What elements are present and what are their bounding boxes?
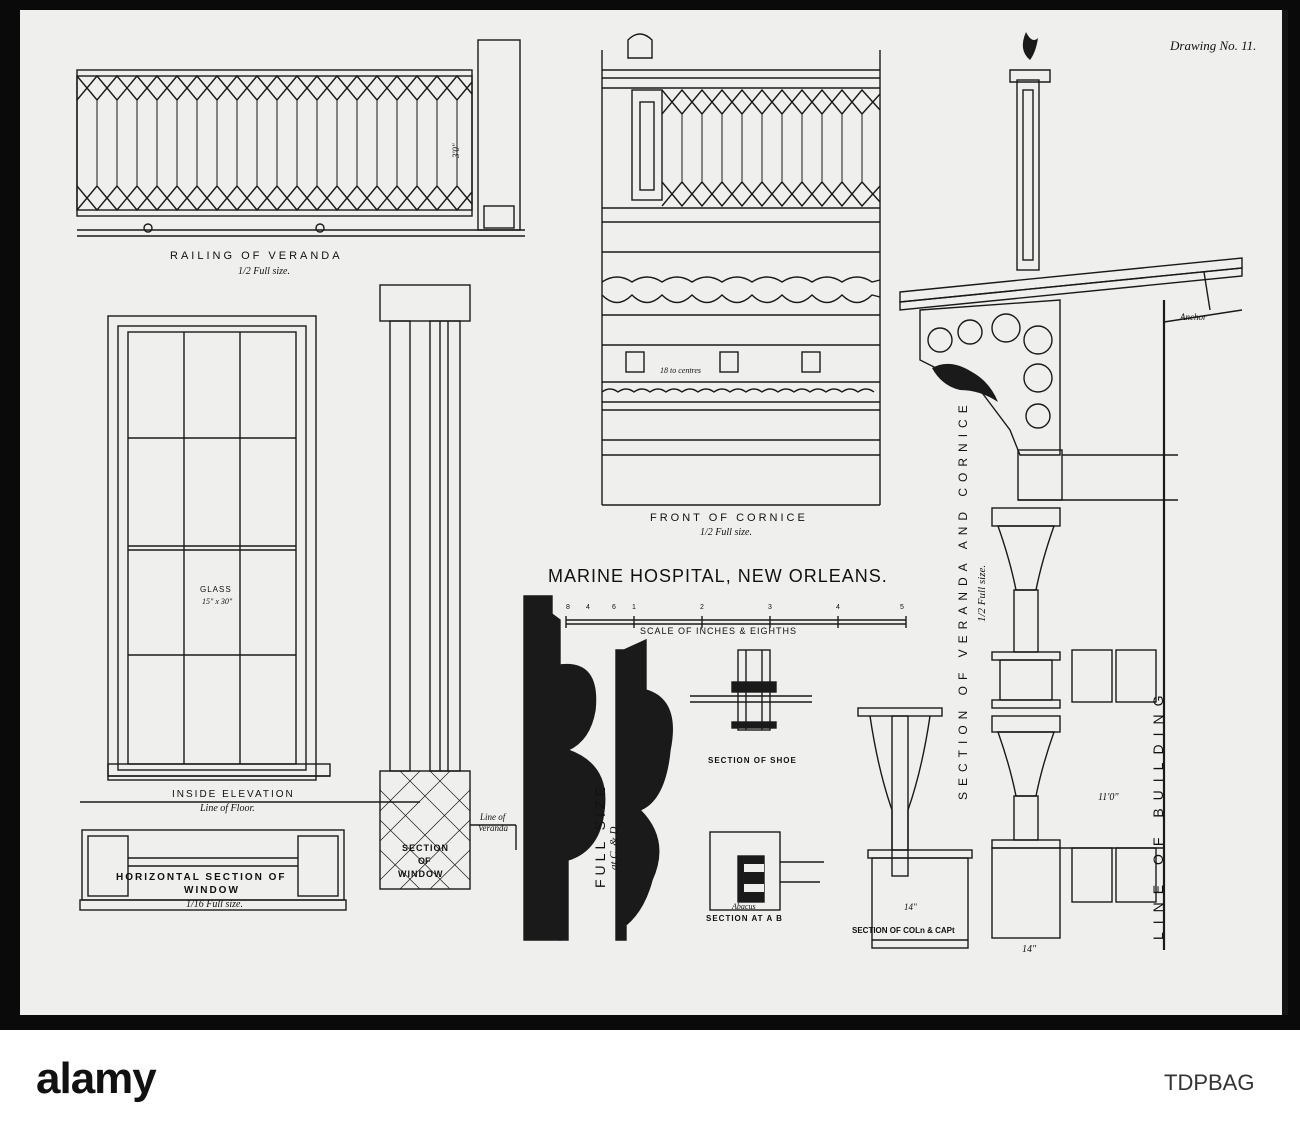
cornice-spacing: 18 to centres (660, 366, 702, 375)
scale-tick-1: 4 (586, 604, 590, 611)
scale-tick-6: 4 (836, 604, 840, 611)
veranda-section-title: SECTION OF VERANDA AND CORNICE (956, 399, 970, 800)
column-capital-section (857, 707, 973, 949)
window-horizontal-section (79, 829, 347, 911)
drawing-number: Drawing No. 11. (1170, 38, 1257, 53)
full-size-sublabel: at C, & D (608, 826, 620, 870)
window-section-title-2: OF (418, 856, 431, 866)
railing-elevation (76, 39, 525, 237)
veranda-section-scale: 1/2 Full size. (976, 564, 988, 622)
abacus-section (709, 831, 824, 911)
scale-label: SCALE OF INCHES & EIGHTHS (640, 626, 798, 636)
glass-label: GLASS (200, 585, 232, 594)
shoe-section (690, 649, 812, 731)
scale-tick-3: 1 (632, 604, 636, 611)
shoe-section-title: SECTION OF SHOE (708, 756, 797, 765)
scale-tick-4: 2 (700, 604, 704, 611)
cornice-front (601, 33, 881, 506)
building-line-label: LINE OF BUILDING (1150, 687, 1166, 940)
veranda-line-label-1: Line of (480, 812, 506, 822)
footer-bar: alamy TDPBAG (0, 1030, 1300, 1127)
scale-tick-2: 6 (612, 604, 616, 611)
technical-drawing (76, 32, 1243, 950)
column-capital-title: SECTION OF COLn & CAPt (852, 926, 955, 935)
railing-title: RAILING OF VERANDA (170, 250, 343, 262)
image-code: TDPBAG (1164, 1070, 1255, 1095)
alamy-logo: alamy (36, 1054, 157, 1103)
veranda-height-dim: 11'0" (1098, 792, 1119, 803)
scale-tick-5: 3 (768, 604, 772, 611)
sheet-title: MARINE HOSPITAL, NEW ORLEANS. (548, 566, 888, 586)
horizontal-section-title-1: HORIZONTAL SECTION OF (116, 872, 287, 883)
drawing-sheet: Drawing No. 11. RAILING OF VERANDA 1/2 F… (20, 10, 1288, 1015)
anchor-label: Anchor (1180, 312, 1207, 322)
scale-bar (565, 616, 907, 628)
window-section (379, 284, 517, 890)
full-size-moulding-profile (523, 595, 673, 941)
horizontal-section-title-2: WINDOW (184, 885, 240, 896)
inside-elevation-title: INSIDE ELEVATION (172, 789, 295, 800)
full-size-label: FULL SIZE (592, 783, 608, 888)
veranda-base-dim: 14" (1022, 944, 1037, 955)
window-section-title-1: SECTION (402, 843, 450, 853)
scale-tick-7: 5 (900, 604, 904, 611)
scale-tick-0: 8 (566, 604, 570, 611)
railing-scale: 1/2 Full size. (238, 266, 290, 277)
abacus-label: Abacus (732, 902, 756, 911)
window-section-title-3: WINDOW (398, 869, 444, 879)
column-dim: 14" (904, 902, 917, 912)
floor-line-label: Line of Floor. (200, 803, 255, 814)
cornice-scale: 1/2 Full size. (700, 527, 752, 538)
glass-size: 15" x 30" (202, 597, 233, 606)
horizontal-section-scale: 1/16 Full size. (186, 899, 243, 910)
window-inside-elevation (80, 315, 420, 803)
cornice-title: FRONT OF CORNICE (650, 512, 808, 524)
railing-height-dim: 3'0" (451, 143, 461, 158)
veranda-cornice-section (899, 69, 1243, 950)
veranda-line-label-2: Veranda (478, 823, 508, 833)
section-ab-title: SECTION AT A B (706, 914, 783, 923)
